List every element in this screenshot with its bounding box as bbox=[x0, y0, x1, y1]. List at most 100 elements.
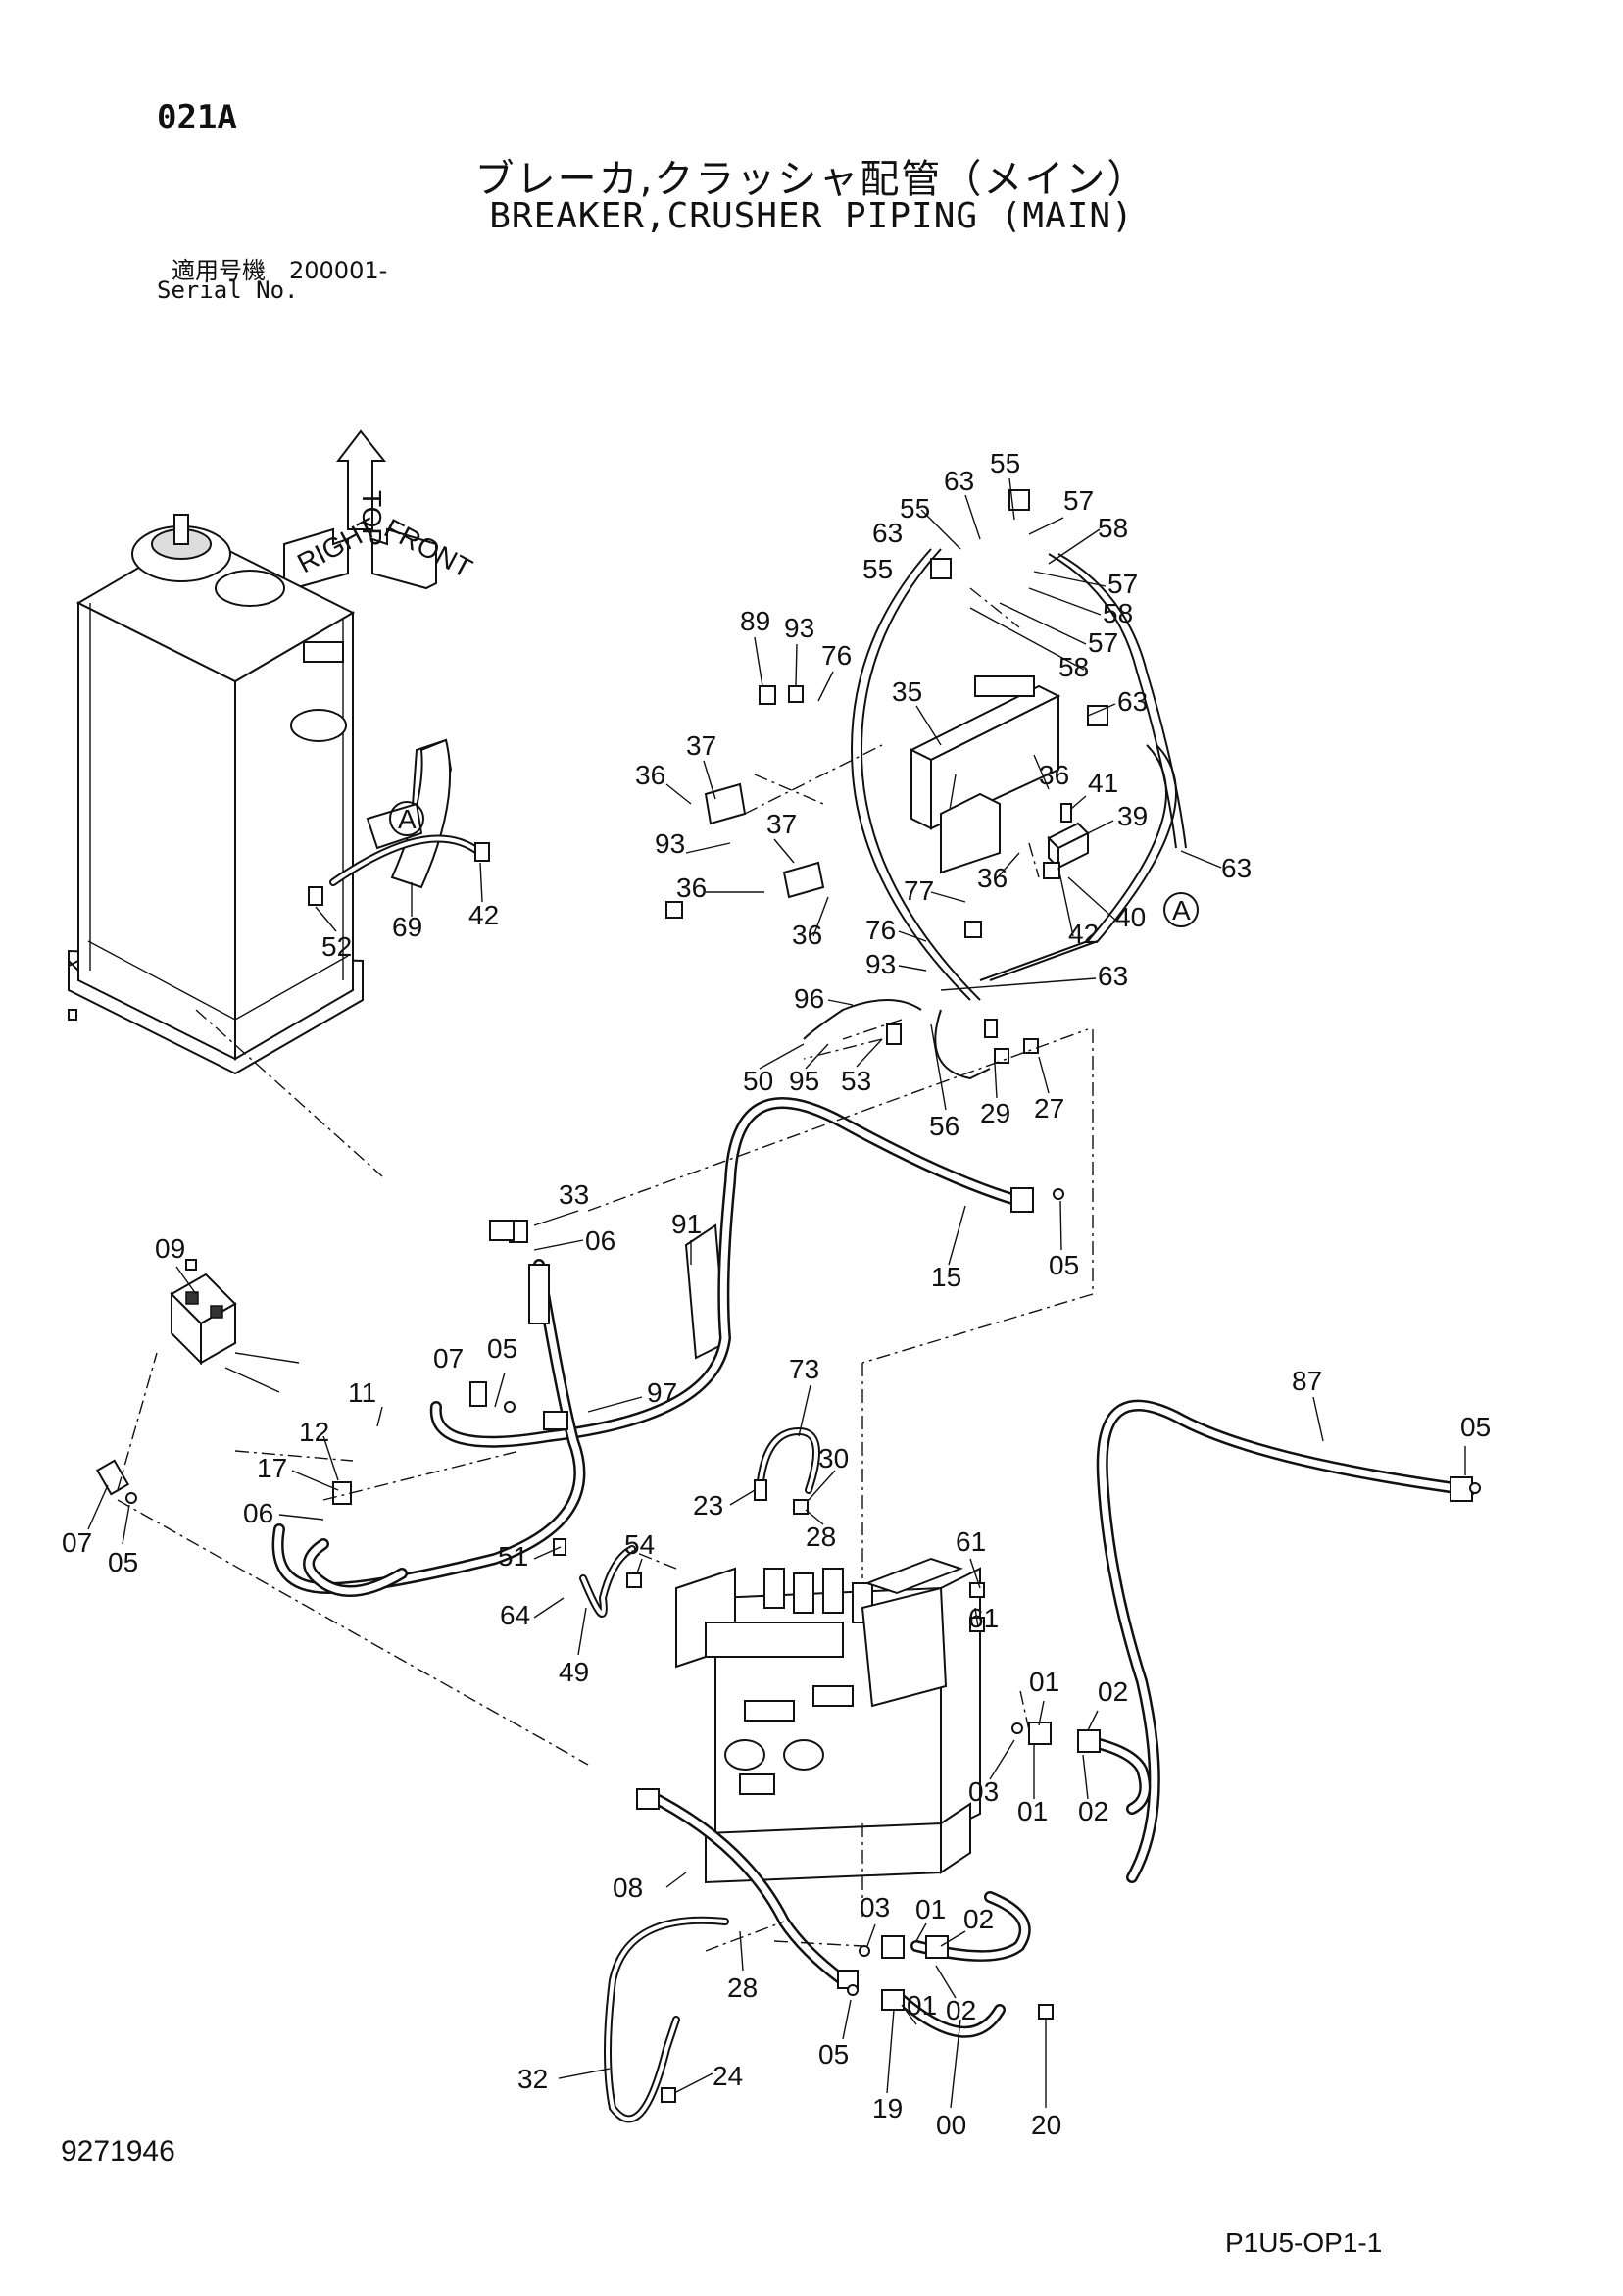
callout: 89 bbox=[740, 606, 770, 636]
callout: 42 bbox=[1068, 919, 1099, 949]
callout: 36 bbox=[676, 873, 707, 903]
serial-label-japanese: 適用号機 200001- bbox=[172, 257, 388, 284]
callout: 93 bbox=[784, 613, 814, 643]
callout: 03 bbox=[860, 1892, 890, 1922]
callout: 76 bbox=[865, 915, 896, 945]
callout: 91 bbox=[671, 1209, 702, 1239]
svg-text:A: A bbox=[1172, 895, 1191, 925]
callout: 00 bbox=[936, 2110, 966, 2140]
callout: 08 bbox=[613, 1872, 643, 1903]
callout: 32 bbox=[517, 2064, 548, 2094]
callout: 06 bbox=[243, 1498, 273, 1528]
callout: 05 bbox=[818, 2039, 849, 2070]
callout: 07 bbox=[62, 1527, 92, 1558]
callout: 05 bbox=[1049, 1250, 1079, 1280]
callout: 54 bbox=[624, 1529, 655, 1560]
hose-87 bbox=[1096, 1399, 1476, 1883]
callout: 57 bbox=[1088, 627, 1118, 658]
callout: 53 bbox=[841, 1066, 871, 1096]
callout: 37 bbox=[766, 809, 797, 839]
callout: 61 bbox=[968, 1603, 999, 1633]
callout: 93 bbox=[655, 828, 685, 859]
callout: 56 bbox=[929, 1111, 959, 1141]
bracket-37-upper bbox=[704, 782, 747, 825]
callout: 87 bbox=[1292, 1366, 1322, 1396]
serial-label-english: Serial No. bbox=[157, 276, 299, 304]
callout: 35 bbox=[892, 676, 922, 707]
callout: 41 bbox=[1088, 768, 1118, 798]
dash-lines bbox=[117, 587, 1094, 1952]
hose-73 bbox=[756, 1426, 820, 1494]
callout: 07 bbox=[433, 1343, 464, 1373]
callout: 06 bbox=[585, 1225, 615, 1256]
svg-text:A: A bbox=[398, 804, 417, 834]
title-english: BREAKER,CRUSHER PIPING (MAIN) bbox=[489, 196, 1134, 236]
control-valve bbox=[675, 1557, 981, 1884]
callout: 20 bbox=[1031, 2110, 1061, 2140]
callout: 55 bbox=[990, 448, 1020, 478]
callout: 19 bbox=[872, 2093, 903, 2123]
callout: 02 bbox=[963, 1904, 994, 1934]
callout: 51 bbox=[498, 1541, 528, 1572]
ref-marker-a-right: A bbox=[1163, 892, 1199, 927]
callout: 63 bbox=[1117, 686, 1148, 717]
callout: 17 bbox=[257, 1453, 287, 1483]
callout: 63 bbox=[944, 466, 974, 496]
callout: 55 bbox=[900, 493, 930, 524]
callout: 15 bbox=[931, 1262, 961, 1292]
callout: 02 bbox=[1078, 1796, 1108, 1826]
callout: 69 bbox=[392, 912, 422, 942]
callout: 28 bbox=[727, 1972, 758, 2003]
callout: 40 bbox=[1115, 902, 1146, 932]
callout: 58 bbox=[1058, 652, 1089, 682]
leader-lines bbox=[87, 477, 1466, 2109]
callout: 24 bbox=[713, 2061, 743, 2091]
callout: 11 bbox=[348, 1377, 376, 1408]
callout: 36 bbox=[635, 760, 665, 790]
bracket-35 bbox=[909, 675, 1061, 874]
ref-marker-a-left: A bbox=[389, 801, 424, 836]
callout: 95 bbox=[789, 1066, 819, 1096]
callout: 33 bbox=[559, 1179, 589, 1210]
callout: 03 bbox=[968, 1776, 999, 1807]
callout: 73 bbox=[789, 1354, 819, 1384]
callout: 29 bbox=[980, 1098, 1010, 1128]
callout: 55 bbox=[862, 554, 893, 584]
callouts: 55 63 55 57 63 55 58 57 58 57 58 63 89 9… bbox=[62, 448, 1491, 2140]
callout: 01 bbox=[915, 1894, 946, 1924]
callout: 23 bbox=[693, 1490, 723, 1521]
callout: 63 bbox=[872, 518, 903, 548]
callout: 57 bbox=[1063, 485, 1094, 516]
callout: 58 bbox=[1103, 598, 1133, 628]
callout: 36 bbox=[1039, 760, 1069, 790]
callout: 05 bbox=[108, 1547, 138, 1577]
orientation-marker: TOP FRONT RIGHT bbox=[283, 429, 477, 590]
callout: 12 bbox=[299, 1417, 329, 1447]
callout: 49 bbox=[559, 1657, 589, 1687]
callout: 42 bbox=[468, 900, 499, 930]
callout: 36 bbox=[977, 863, 1008, 893]
callout: 50 bbox=[743, 1066, 773, 1096]
callout: 02 bbox=[946, 1995, 976, 2025]
callout: 09 bbox=[155, 1233, 185, 1264]
callout: 02 bbox=[1098, 1676, 1128, 1707]
callout: 01 bbox=[907, 1990, 937, 2021]
callout: 64 bbox=[500, 1600, 530, 1630]
callout: 01 bbox=[1029, 1667, 1059, 1697]
page-code: 021A bbox=[157, 98, 237, 137]
callout: 63 bbox=[1221, 853, 1252, 883]
callout: 58 bbox=[1098, 513, 1128, 543]
callout: 27 bbox=[1034, 1093, 1064, 1123]
callout: 30 bbox=[818, 1443, 849, 1473]
fittings bbox=[95, 489, 1481, 2103]
callout: 57 bbox=[1107, 569, 1138, 599]
callout: 76 bbox=[821, 640, 852, 671]
callout: 61 bbox=[956, 1526, 986, 1557]
callout: 97 bbox=[647, 1377, 677, 1408]
bracket-37-lower bbox=[782, 861, 825, 899]
callout: 05 bbox=[487, 1333, 517, 1364]
callout: 93 bbox=[865, 949, 896, 979]
title-japanese: ブレーカ,クラッシャ配管（メイン） bbox=[474, 157, 1149, 202]
hydraulic-tank bbox=[68, 514, 453, 1271]
